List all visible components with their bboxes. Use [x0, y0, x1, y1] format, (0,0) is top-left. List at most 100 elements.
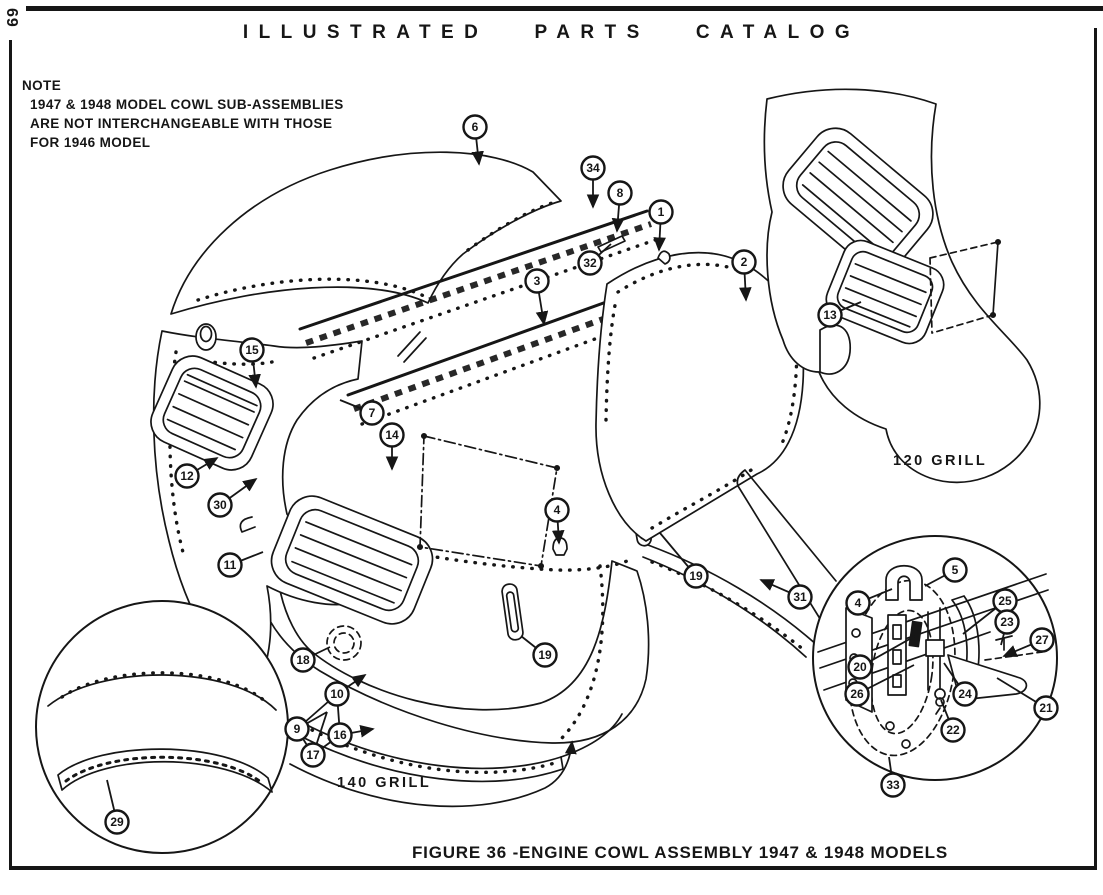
callout-circle-14: [379, 422, 405, 448]
magnifier-swoosh-arrow: [289, 740, 577, 808]
svg-text:30: 30: [213, 498, 227, 512]
callout-circle-6: [462, 114, 488, 140]
callout-circle-12: [174, 463, 200, 489]
svg-text:3: 3: [534, 274, 541, 288]
note-block: NOTE 1947 & 1948 MODEL COWL SUB-ASSEMBLI…: [22, 76, 422, 152]
left-border-rule: [9, 40, 12, 870]
bottom-border-rule: [9, 866, 1097, 870]
note-line-1: 1947 & 1948 MODEL COWL SUB-ASSEMBLIES: [30, 97, 344, 112]
svg-text:22: 22: [946, 723, 960, 737]
right-border-rule: [1094, 28, 1097, 870]
svg-text:11: 11: [224, 558, 237, 572]
svg-text:17: 17: [306, 748, 320, 762]
callout-27: 27: [1002, 627, 1055, 657]
svg-text:25: 25: [998, 594, 1012, 608]
callout-circle-27: [1029, 627, 1055, 653]
callout-8: 8: [607, 180, 633, 233]
top-border-rule: [26, 6, 1103, 11]
panel-120-grill: [763, 88, 1041, 484]
svg-text:15: 15: [245, 343, 259, 357]
callout-circle-30: [207, 492, 233, 518]
cowl-opening-quad: [416, 432, 561, 570]
callout-circle-31: [787, 584, 813, 610]
latch-detail-circle: [812, 535, 1058, 781]
svg-text:26: 26: [850, 687, 864, 701]
note-line-3: FOR 1946 MODEL: [30, 135, 151, 150]
callout-circle-15: [239, 337, 265, 363]
svg-text:33: 33: [886, 778, 900, 792]
callout-circle-5: [942, 557, 968, 583]
callout-24: 24: [943, 662, 978, 707]
callout-circle-26: [844, 681, 870, 707]
callout-31: 31: [759, 579, 813, 610]
grill-12: [150, 355, 274, 471]
label-140-grill: 140 GRILL: [337, 775, 432, 791]
callout-10: 10: [324, 673, 367, 707]
callout-15: 15: [239, 337, 265, 389]
callout-18: 18: [290, 646, 331, 673]
svg-text:8: 8: [617, 186, 624, 200]
svg-text:9: 9: [294, 722, 301, 736]
callout-9: 9: [284, 711, 328, 742]
detail-funnel: [736, 469, 837, 623]
callout-32: 32: [577, 243, 612, 276]
svg-text:12: 12: [180, 469, 194, 483]
callout-13: 13: [817, 301, 862, 328]
svg-text:31: 31: [793, 590, 807, 604]
grill-11: [239, 495, 434, 625]
svg-text:18: 18: [296, 653, 310, 667]
callout-circle-20: [847, 654, 873, 680]
callout-circle-8: [607, 180, 633, 206]
callout-circle-19: [683, 563, 709, 589]
callout-16: 16: [327, 722, 375, 748]
callout-circle-3: [524, 268, 550, 294]
callout-circle-4: [544, 497, 570, 523]
callout-19: 19: [520, 635, 558, 668]
callout-circle-24: [952, 681, 978, 707]
callout-34: 34: [580, 155, 606, 209]
note-label: NOTE: [22, 78, 62, 93]
svg-text:4: 4: [554, 503, 561, 517]
callout-29: 29: [104, 779, 130, 835]
callout-circle-11: [217, 552, 243, 578]
label-120-grill: 120 GRILL: [893, 453, 988, 469]
callout-circle-18: [290, 647, 316, 673]
callout-circle-34: [580, 155, 606, 181]
note-line-2: ARE NOT INTERCHANGEABLE WITH THOSE: [30, 116, 333, 131]
callout-12: 12: [174, 457, 219, 489]
svg-text:10: 10: [330, 687, 344, 701]
callout-3: 3: [524, 268, 550, 326]
callout-circle-17: [300, 742, 326, 768]
page-title: ILLUSTRATED PARTS CATALOG: [242, 22, 861, 43]
callout-11: 11: [217, 551, 264, 578]
callout-circle-23: [994, 609, 1020, 635]
svg-text:29: 29: [110, 815, 124, 829]
callout-circle-16: [327, 722, 353, 748]
callout-circle-32: [577, 250, 603, 276]
callout-circle-4: [845, 590, 871, 616]
callout-circle-22: [940, 717, 966, 743]
svg-text:21: 21: [1039, 701, 1053, 715]
svg-text:14: 14: [385, 428, 399, 442]
svg-text:32: 32: [583, 256, 597, 270]
callout-19: 19: [659, 532, 709, 589]
top-cowl-panel: [170, 151, 562, 315]
callout-circle-10: [324, 681, 350, 707]
svg-text:5: 5: [952, 563, 959, 577]
callout-26: 26: [844, 664, 915, 707]
callout-20: 20: [847, 635, 916, 680]
callout-25: 25: [962, 588, 1018, 635]
svg-text:1: 1: [658, 205, 665, 219]
svg-text:2: 2: [741, 255, 748, 269]
svg-text:23: 23: [1000, 615, 1014, 629]
callout-23: 23: [994, 609, 1020, 646]
svg-text:6: 6: [472, 120, 479, 134]
svg-text:27: 27: [1035, 633, 1049, 647]
svg-text:20: 20: [853, 660, 867, 674]
callout-circle-19: [532, 642, 558, 668]
callout-circle-29: [104, 809, 130, 835]
svg-text:19: 19: [689, 569, 703, 583]
svg-text:16: 16: [333, 728, 347, 742]
